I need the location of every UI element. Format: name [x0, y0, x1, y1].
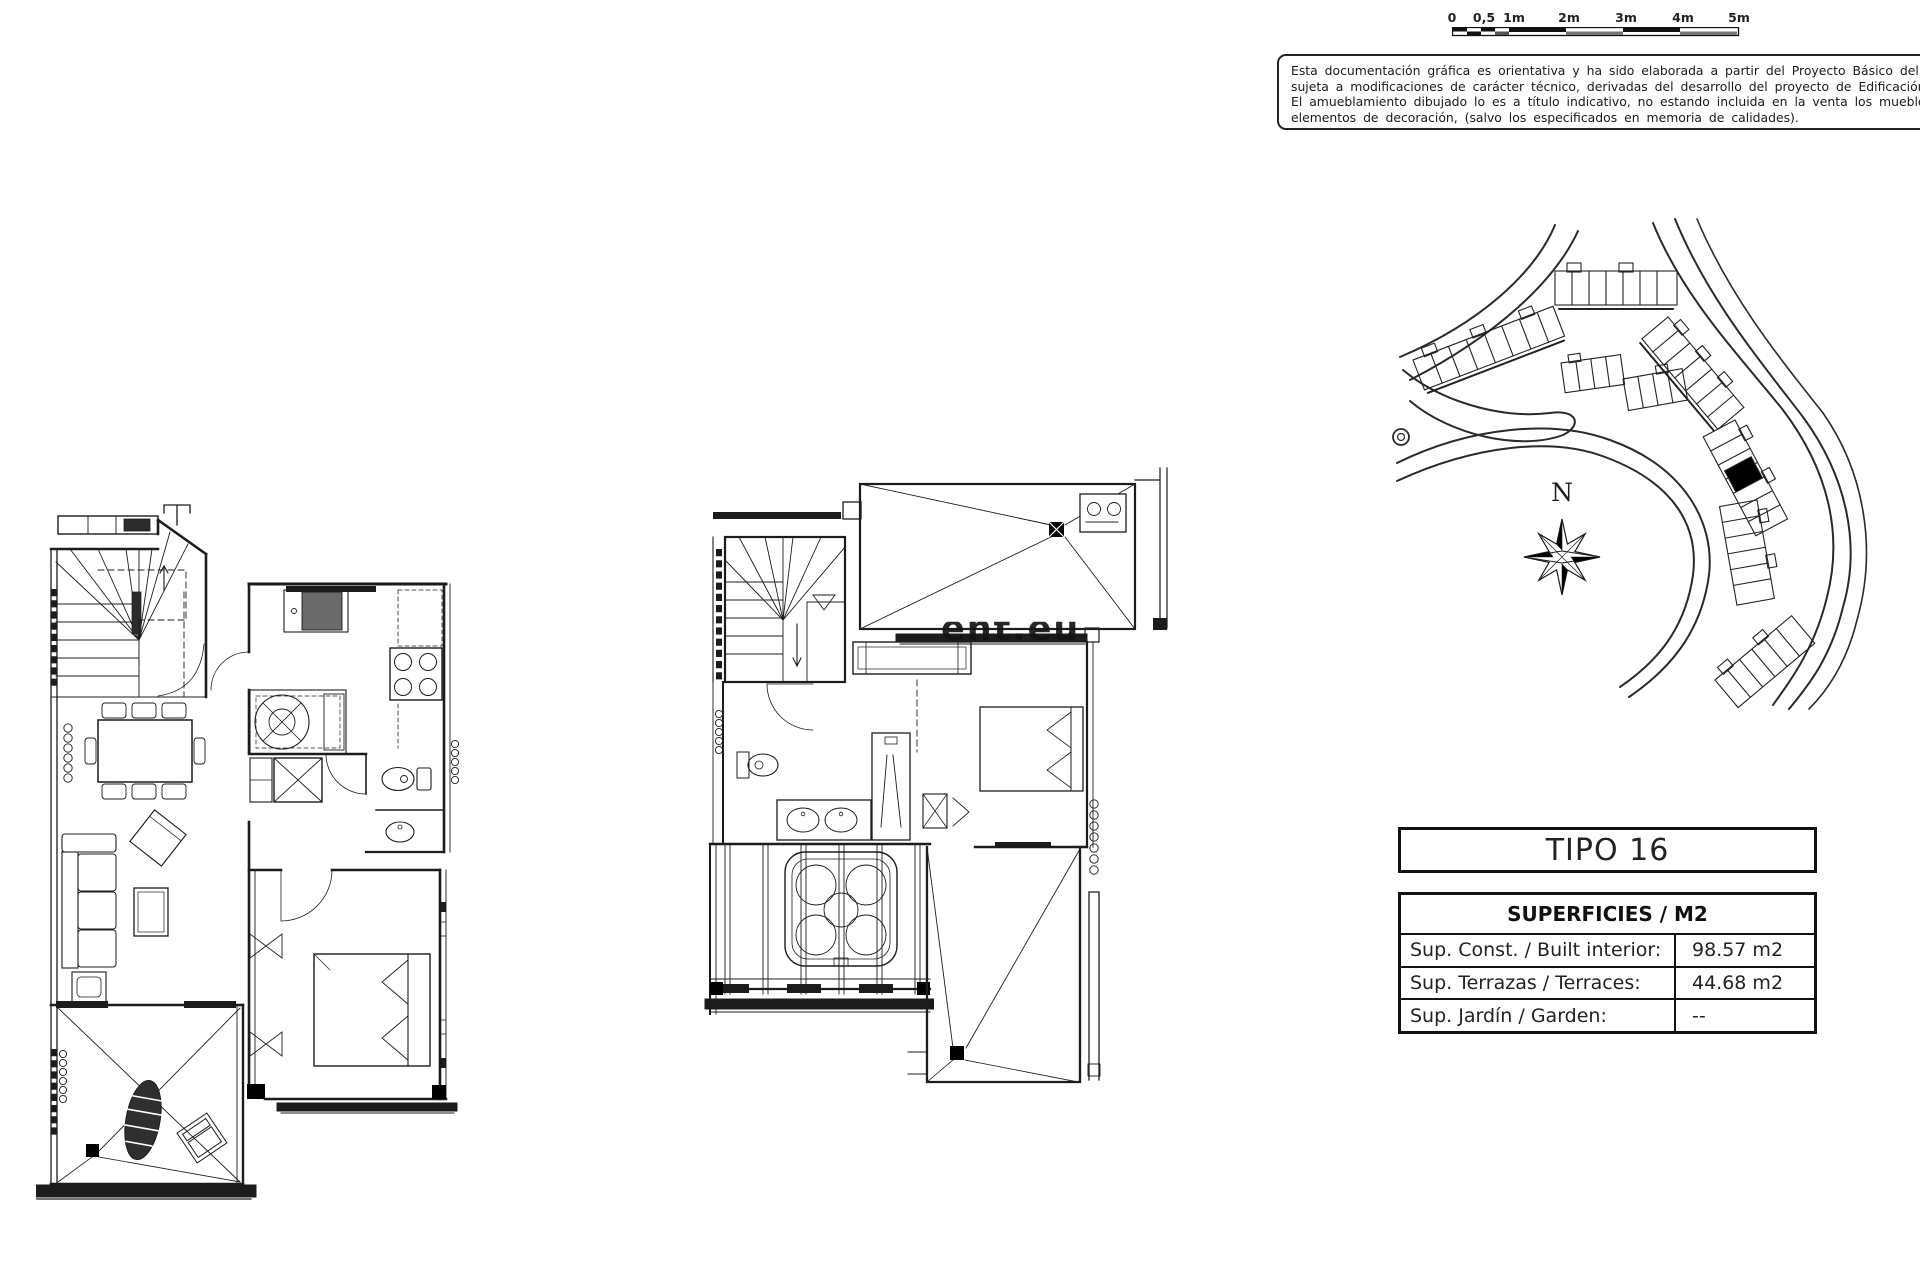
building-row [1412, 262, 1816, 709]
living-terrace-wall [49, 1001, 245, 1008]
row-label: Sup. Jardín / Garden: [1401, 1000, 1676, 1032]
disclaimer-line: Esta documentación gráfica es orientativ… [1291, 63, 1920, 78]
scale-tick-label: 0,5 [1472, 10, 1496, 25]
coffee-table [133, 887, 169, 937]
top-wall [713, 512, 841, 519]
row-value: 98.57 m2 [1692, 939, 1784, 962]
radiator [450, 739, 460, 785]
bathroom [325, 753, 446, 854]
table-row: Sup. Const. / Built interior: 98.57 m2 [1401, 935, 1814, 968]
open-terrace [907, 799, 1101, 1084]
row-label: Sup. Terrazas / Terraces: [1401, 967, 1676, 999]
terrace-chair [176, 1112, 228, 1164]
scale-tick-label: 3m [1615, 10, 1637, 25]
bathroom [712, 681, 911, 845]
watermark-fragment: ent.eu [941, 609, 1081, 649]
scale-tick-label: 0 [1447, 10, 1457, 25]
staircase [49, 518, 208, 699]
shower [871, 732, 911, 841]
site-plan: N [1392, 218, 1868, 710]
north-label: N [1551, 478, 1573, 507]
row-label: Sup. Const. / Built interior: [1401, 935, 1676, 966]
double-bed [979, 706, 1084, 792]
floor-plan-lower-level [36, 504, 460, 1200]
window-symbol [249, 933, 283, 1057]
row-value: 44.68 m2 [1692, 972, 1784, 994]
highlighted-unit [1723, 455, 1764, 493]
disclaimer-line: elementos de decoración, (salvo los espe… [1291, 109, 1799, 125]
roof-terrace [858, 467, 1168, 631]
table-row: Sup. Jardín / Garden: -- [1401, 1000, 1814, 1032]
disclaimer-line: sujeta a modificaciones de carácter técn… [1291, 78, 1920, 94]
scale-tick-label: 4m [1672, 10, 1694, 25]
jacuzzi [784, 851, 898, 967]
unit-title-box: TIPO 16 [1398, 827, 1817, 873]
double-bed [313, 953, 431, 1067]
roads [1396, 218, 1868, 710]
cabinet [922, 793, 970, 829]
bedroom [247, 820, 459, 1114]
wardrobe [852, 641, 972, 675]
exterior-wall-left [50, 548, 58, 1185]
row-value: -- [1692, 1004, 1706, 1027]
armchair [129, 809, 187, 867]
roundabout [1392, 428, 1410, 446]
scale-tick-label: 1m [1503, 10, 1525, 25]
disclaimer-box: Esta documentación gráfica es orientativ… [1277, 54, 1920, 130]
double-sink-vanity [776, 799, 872, 841]
floor-plan-upper-level [704, 467, 1168, 1084]
surfaces-table-header: SUPERFICIES / M2 [1401, 895, 1814, 935]
scale-bar-graphic [1452, 27, 1740, 37]
north-compass: N [1523, 478, 1601, 596]
bedroom [922, 640, 1094, 849]
pergola-terrace [704, 842, 936, 1015]
louver-band [895, 627, 1100, 645]
dining-table [84, 702, 206, 800]
unit-title: TIPO 16 [1545, 832, 1670, 868]
pergola-beams [724, 843, 921, 995]
kitchen [210, 582, 451, 854]
staircase [712, 535, 847, 684]
surfaces-table: SUPERFICIES / M2 Sup. Const. / Built int… [1398, 892, 1817, 1034]
scale-tick-label: 5m [1728, 10, 1750, 25]
radiator [63, 723, 73, 783]
disclaimer-line: El amueblamiento dibujado lo es a título… [1291, 94, 1920, 109]
scale-bar: 0 0,5 1m 2m 3m 4m 5m [1440, 10, 1760, 46]
terrace [36, 1003, 258, 1200]
sun-lounger [123, 1079, 163, 1161]
sofa [61, 833, 117, 1003]
table-row: Sup. Terrazas / Terraces: 44.68 m2 [1401, 967, 1814, 1001]
washing-machine [249, 757, 323, 803]
scale-tick-label: 2m [1558, 10, 1580, 25]
